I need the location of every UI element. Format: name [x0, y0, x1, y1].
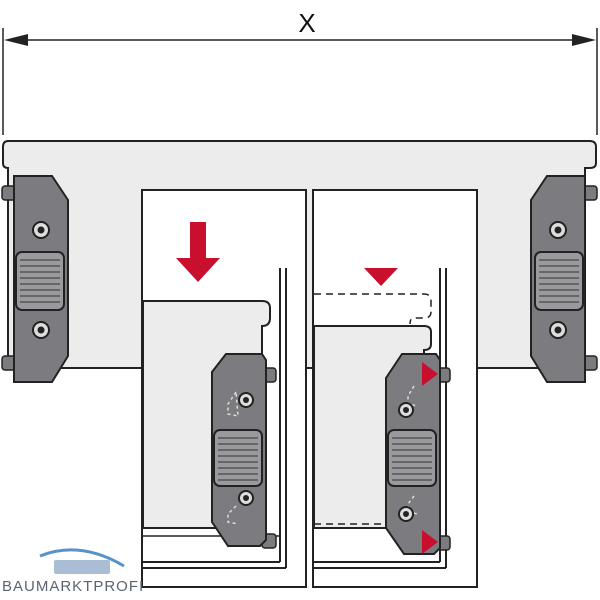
triangle-right-icon — [422, 530, 438, 554]
right-front-clip — [530, 175, 598, 383]
right-detail-inset — [312, 189, 478, 588]
triangle-right-icon — [422, 362, 438, 386]
dimension-x: X — [2, 6, 598, 135]
watermark-logo-icon — [39, 548, 125, 574]
left-detail-inset — [141, 189, 307, 588]
left-front-clip — [1, 175, 69, 383]
dimension-label: X — [298, 8, 315, 38]
arrow-down-icon — [176, 222, 220, 282]
watermark-brand: BAUMARKTPROFI — [2, 578, 145, 595]
triangle-down-icon — [364, 268, 398, 286]
